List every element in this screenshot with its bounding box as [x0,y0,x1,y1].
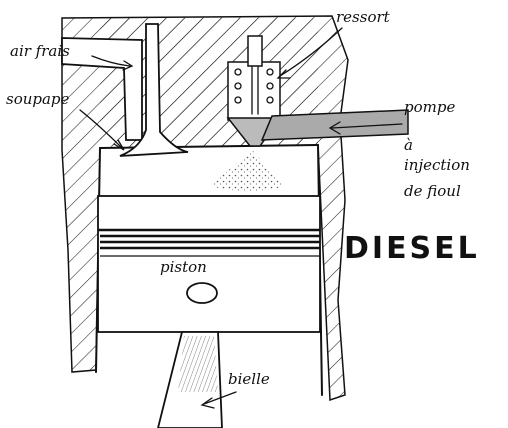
label-piston: piston [160,258,207,276]
arrowhead-rod [200,397,215,409]
label-valve: soupape [6,90,70,108]
arrow-air [91,55,131,67]
label-engine: DIESEL [344,231,480,266]
spring-housing [247,35,263,67]
arrowhead-air [122,60,134,71]
piston-pin [186,282,218,304]
label-pump-3: injection [404,156,470,174]
piston [97,195,321,333]
label-air: air frais [10,42,70,60]
arrowhead-valve [113,139,125,151]
air-intake-channel [61,37,143,141]
arrowhead-spring [276,69,291,79]
arrowhead-pump [328,121,341,135]
arrow-spring [279,27,343,77]
label-pump-1: pompe [404,98,455,116]
arrow-pump [331,123,403,129]
label-rod: bielle [228,370,270,388]
label-pump-4: de fioul [404,182,461,200]
arrow-rod [203,391,237,405]
valve [119,23,189,157]
label-pump-2: à [404,136,413,154]
label-spring: ressort [336,8,391,26]
arrow-valve [79,109,123,149]
spring [234,65,274,115]
injector-nozzle [226,117,282,147]
rod-shading [178,336,218,392]
fuel-spray [210,150,285,191]
